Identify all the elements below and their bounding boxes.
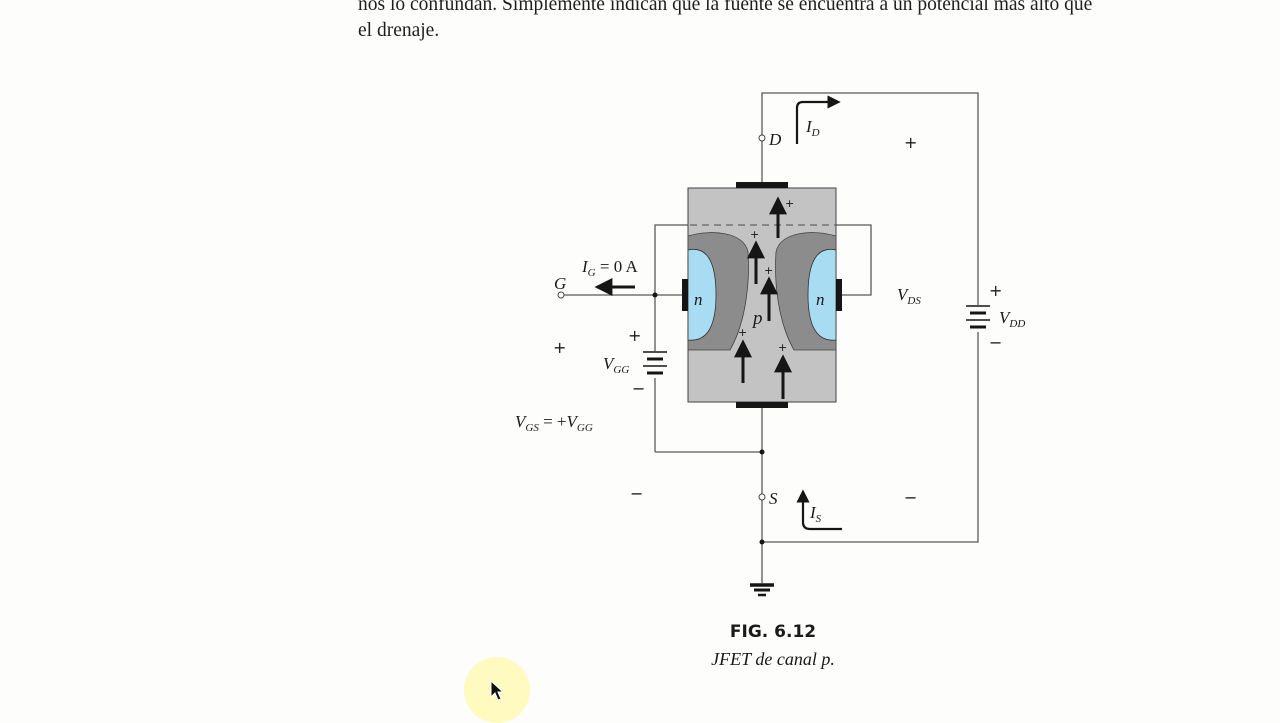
vgg-label: VGG bbox=[603, 354, 629, 376]
gate-terminal-node bbox=[557, 291, 565, 299]
vgg-battery-symbol bbox=[643, 351, 667, 375]
terminal-nodes bbox=[557, 134, 766, 501]
vgg-plus: + bbox=[628, 326, 641, 345]
body-paragraph: nos lo confundan. Simplemente indican qu… bbox=[358, 0, 1218, 44]
source-current-arrow bbox=[796, 489, 842, 531]
drain-terminal-node bbox=[758, 134, 766, 142]
drain-current-arrow bbox=[795, 95, 841, 144]
wire-gate-right bbox=[836, 224, 872, 296]
junction-dot bbox=[759, 449, 765, 455]
circuit-labels: D S G ID IS IG = 0 A VDS VDD VGG VGS = +… bbox=[515, 117, 1025, 525]
hole-plus: + bbox=[764, 264, 773, 277]
mouse-pointer-icon bbox=[490, 680, 505, 701]
vgs-plus: + bbox=[553, 338, 566, 357]
jfet-device bbox=[682, 182, 842, 408]
p-channel-label: p bbox=[751, 308, 763, 329]
gate-current-label: IG = 0 A bbox=[581, 257, 639, 279]
hole-charge-marks: + + + + + bbox=[738, 197, 794, 354]
gate-label: G bbox=[554, 274, 566, 293]
vdd-label: VDD bbox=[999, 308, 1025, 330]
vdd-battery-symbol bbox=[966, 305, 990, 329]
figure-caption: JFET de canal p. bbox=[711, 649, 835, 669]
source-current-label: IS bbox=[809, 503, 822, 525]
junction-dot bbox=[652, 292, 658, 298]
vds-label: VDS bbox=[897, 285, 921, 307]
junction-dot bbox=[759, 539, 765, 545]
vgs-minus: − bbox=[630, 484, 643, 503]
n-region-right bbox=[807, 248, 837, 341]
hole-plus: + bbox=[778, 341, 787, 354]
vgg-minus: − bbox=[632, 379, 645, 398]
source-contact bbox=[736, 402, 788, 408]
vdd-minus: − bbox=[989, 333, 1002, 352]
n-region-left bbox=[687, 248, 717, 341]
source-terminal-node bbox=[758, 493, 766, 501]
drain-label: D bbox=[768, 130, 782, 149]
polarity-marks: + − + − + − + − bbox=[553, 133, 1002, 507]
junction-dots bbox=[652, 292, 765, 545]
hole-plus: + bbox=[738, 326, 747, 339]
gate-contact-right bbox=[836, 279, 842, 311]
vds-plus: + bbox=[904, 133, 917, 152]
hole-plus: + bbox=[750, 228, 759, 241]
hole-flow-arrows bbox=[734, 196, 792, 399]
drain-contact bbox=[736, 182, 788, 188]
hole-plus: + bbox=[785, 197, 794, 210]
wire-gate-bridge bbox=[654, 224, 688, 295]
figure-number: FIG. 6.12 bbox=[729, 622, 817, 642]
vgs-equation: VGS = +VGG bbox=[515, 412, 593, 434]
gate-contact-left bbox=[682, 279, 688, 311]
source-label: S bbox=[769, 489, 778, 508]
n-region-left-label: n bbox=[694, 290, 703, 309]
n-region-right-label: n bbox=[816, 290, 825, 309]
paragraph-line: el drenaje. bbox=[358, 20, 440, 41]
ground-symbol bbox=[750, 583, 774, 597]
wire-vdd-to-ground bbox=[762, 332, 979, 543]
vdd-plus: + bbox=[989, 281, 1002, 300]
drain-current-label: ID bbox=[805, 117, 820, 139]
vds-minus: − bbox=[904, 488, 917, 507]
paragraph-line: nos lo confundan. Simplemente indican qu… bbox=[358, 0, 1093, 15]
circuit-wires bbox=[564, 92, 979, 583]
